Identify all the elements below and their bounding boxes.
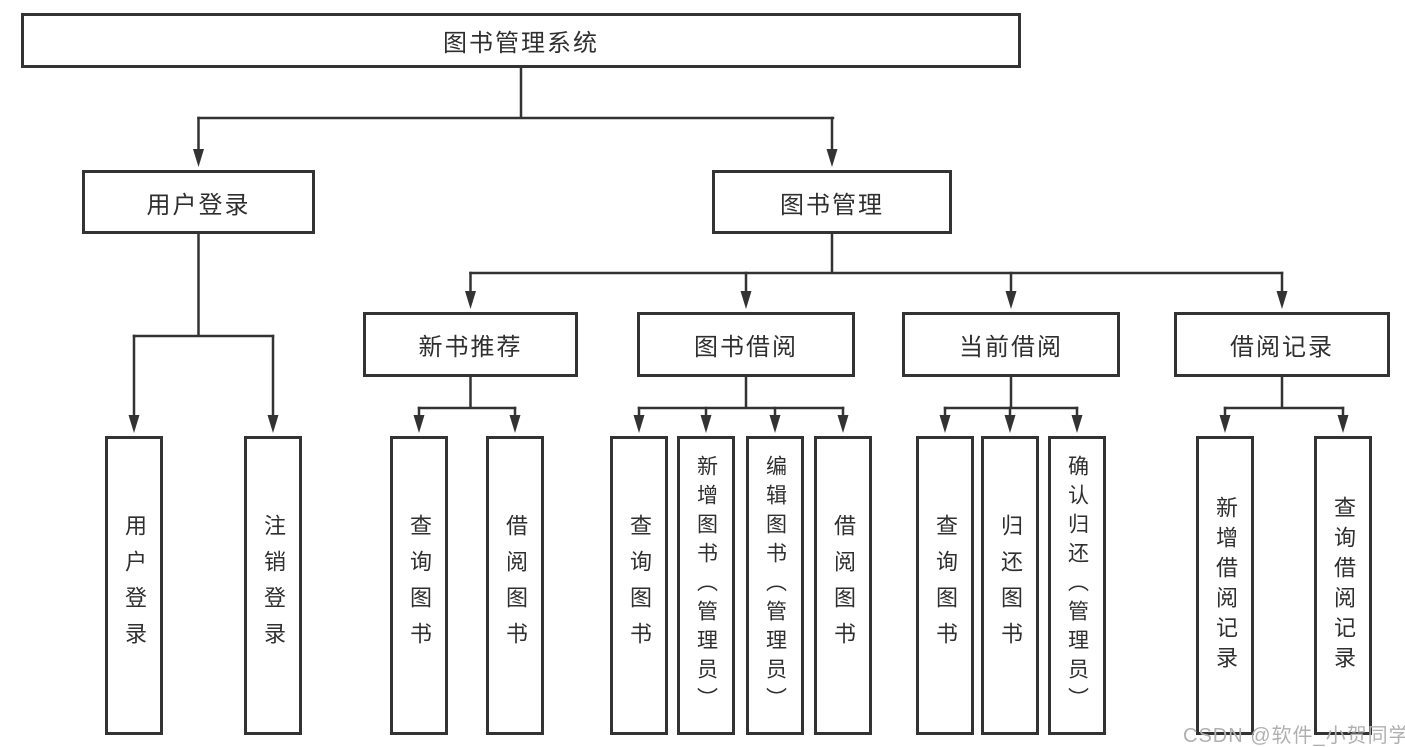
node-book-borrowing: 图书借阅 [637,312,855,377]
leaf-user-login: 用户登录 [105,436,163,735]
node-root-book-management-system: 图书管理系统 [21,13,1021,68]
node-new-book-recommend: 新书推荐 [363,312,578,377]
node-book-management: 图书管理 [712,170,952,234]
leaf-logout: 注销登录 [244,436,302,735]
node-borrowing-records: 借阅记录 [1174,312,1390,377]
leaf-query-borrow-record: 查询借阅记录 [1314,436,1372,735]
leaf-borrow-books-recommend: 借阅图书 [486,436,544,735]
node-current-borrowing: 当前借阅 [902,312,1120,377]
csdn-watermark: CSDN @软件_小贺同学 [1183,725,1405,747]
leaf-query-books-current: 查询图书 [916,436,974,735]
leaf-add-borrow-record: 新增借阅记录 [1196,436,1254,735]
leaf-add-book-admin: 新增图书（管理员） [677,436,735,735]
leaf-query-books-recommend: 查询图书 [390,436,448,735]
node-user-login: 用户登录 [82,170,315,234]
leaf-query-books-borrowing: 查询图书 [610,436,668,735]
leaf-edit-book-admin: 编辑图书（管理员） [746,436,804,735]
leaf-borrow-books-borrowing: 借阅图书 [814,436,872,735]
leaf-confirm-return-admin: 确认归还（管理员） [1048,436,1106,735]
leaf-return-books: 归还图书 [981,436,1039,735]
